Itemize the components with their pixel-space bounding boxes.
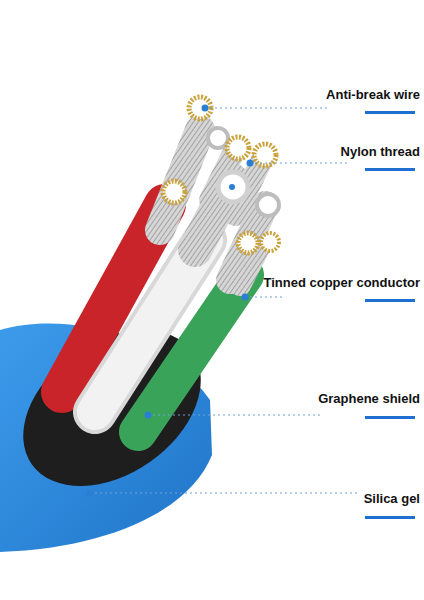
callout-label: Graphene shield <box>318 391 420 407</box>
callout-label: Anti-break wire <box>326 87 420 103</box>
leader-lines <box>90 108 360 493</box>
leader-dots <box>87 105 254 497</box>
copper-strands <box>160 130 265 285</box>
strand-ends <box>163 97 279 253</box>
green-wire <box>138 275 245 432</box>
callout-label: Silica gel <box>364 491 420 507</box>
callout-label: Nylon thread <box>341 144 420 160</box>
label-underlines <box>365 111 415 519</box>
callout-label: Tinned copper conductor <box>264 275 421 291</box>
